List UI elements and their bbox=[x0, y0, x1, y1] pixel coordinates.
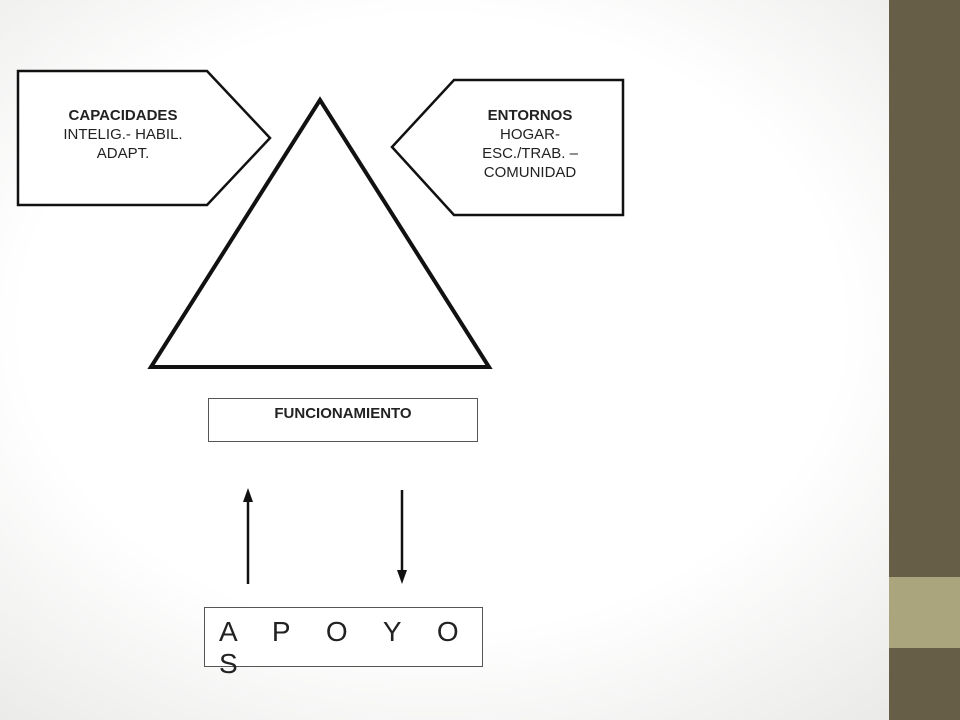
apoyos-label: A P O Y O S bbox=[219, 616, 473, 679]
capacidades-label: CAPACIDADES INTELIG.- HABIL. ADAPT. bbox=[30, 106, 216, 163]
capacidades-title: CAPACIDADES bbox=[68, 107, 178, 124]
side-band-middle bbox=[889, 577, 960, 648]
slide-canvas: CAPACIDADES INTELIG.- HABIL. ADAPT. ENTO… bbox=[16, 69, 625, 679]
down-arrow-icon bbox=[397, 490, 407, 584]
entornos-line-1: HOGAR- bbox=[500, 126, 560, 143]
entornos-label: ENTORNOS HOGAR- ESC./TRAB. – COMUNIDAD bbox=[448, 106, 612, 182]
capacidades-line-1: INTELIG.- HABIL. bbox=[63, 126, 183, 143]
entornos-title: ENTORNOS bbox=[487, 107, 573, 124]
diagram-shapes bbox=[16, 69, 625, 584]
side-band-bottom bbox=[889, 648, 960, 720]
funcionamiento-label: FUNCIONAMIENTO bbox=[274, 405, 412, 422]
entornos-shape bbox=[390, 78, 625, 217]
capacidades-shape bbox=[16, 69, 272, 207]
funcionamiento-box: FUNCIONAMIENTO bbox=[208, 398, 478, 442]
entornos-line-2: ESC./TRAB. – bbox=[482, 145, 578, 162]
entornos-line-3: COMUNIDAD bbox=[483, 164, 577, 181]
side-band-top bbox=[889, 0, 960, 577]
up-arrow-icon bbox=[243, 488, 253, 584]
capacidades-line-2: ADAPT. bbox=[96, 145, 150, 162]
central-triangle bbox=[147, 96, 493, 369]
apoyos-box: A P O Y O S bbox=[204, 607, 483, 679]
